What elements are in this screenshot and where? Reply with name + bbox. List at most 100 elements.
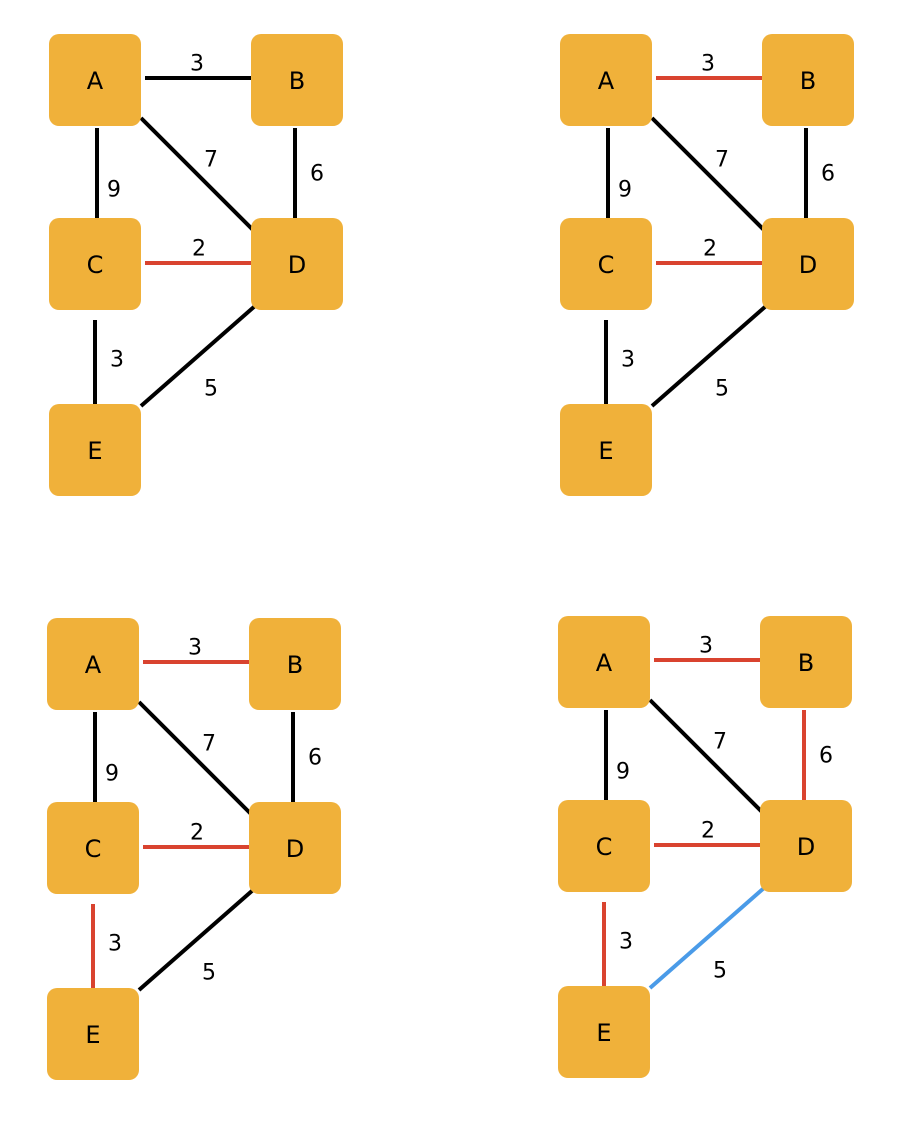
graph-panel-2: 3 9 7 6 2 3 5 A B C D E	[560, 34, 854, 496]
edge-weight-A-B: 3	[188, 636, 202, 661]
node-label-D: D	[286, 835, 304, 863]
node-C: C	[558, 800, 650, 892]
node-label-B: B	[289, 67, 305, 95]
node-C: C	[49, 218, 141, 310]
edge-A-D	[137, 700, 255, 818]
node-C: C	[560, 218, 652, 310]
node-label-D: D	[799, 251, 817, 279]
node-E: E	[560, 404, 652, 496]
node-label-A: A	[596, 649, 613, 677]
edge-weight-C-D: 2	[192, 237, 206, 262]
edge-A-D	[650, 116, 768, 234]
node-label-E: E	[598, 437, 613, 465]
node-B: B	[251, 34, 343, 126]
node-box-D	[760, 800, 852, 892]
edge-weight-B-D: 6	[821, 162, 835, 187]
node-label-B: B	[798, 649, 814, 677]
edge-weight-B-D: 6	[819, 744, 833, 769]
node-label-C: C	[598, 251, 615, 279]
edge-weight-A-D: 7	[204, 148, 218, 173]
edge-weight-C-E: 3	[110, 348, 124, 373]
edge-weight-D-E: 5	[715, 377, 729, 402]
node-box-B	[251, 34, 343, 126]
edge-weight-A-C: 9	[107, 178, 121, 203]
edge-weight-A-D: 7	[202, 732, 216, 757]
edge-A-D	[648, 698, 766, 816]
node-B: B	[762, 34, 854, 126]
node-label-E: E	[85, 1021, 100, 1049]
edge-weight-A-C: 9	[618, 178, 632, 203]
node-label-D: D	[797, 833, 815, 861]
edge-weight-C-E: 3	[108, 932, 122, 957]
graph-panel-3: 3 9 7 6 2 3 5 A B C D E	[47, 618, 341, 1080]
node-box-A	[47, 618, 139, 710]
node-label-A: A	[85, 651, 102, 679]
edge-weight-C-E: 3	[619, 930, 633, 955]
node-box-E	[47, 988, 139, 1080]
edge-weight-A-B: 3	[190, 52, 204, 77]
edge-weight-C-D: 2	[703, 237, 717, 262]
node-D: D	[251, 218, 343, 310]
edge-weight-A-C: 9	[616, 760, 630, 785]
graph-panel-4: 3 9 7 6 2 3 5 A B C D E	[558, 616, 852, 1078]
edge-D-E	[137, 888, 255, 992]
node-label-E: E	[87, 437, 102, 465]
edge-weight-D-E: 5	[204, 377, 218, 402]
node-A: A	[558, 616, 650, 708]
edge-weight-D-E: 5	[202, 961, 216, 986]
edge-weight-A-D: 7	[715, 148, 729, 173]
edge-weight-B-D: 6	[308, 746, 322, 771]
edge-D-E	[648, 886, 766, 990]
node-label-A: A	[87, 67, 104, 95]
node-A: A	[560, 34, 652, 126]
node-box-B	[249, 618, 341, 710]
node-A: A	[49, 34, 141, 126]
node-box-D	[249, 802, 341, 894]
node-label-C: C	[87, 251, 104, 279]
edge-weight-C-E: 3	[621, 348, 635, 373]
edge-weight-C-D: 2	[190, 821, 204, 846]
node-box-C	[49, 218, 141, 310]
node-box-D	[251, 218, 343, 310]
graph-panel-1: 3 9 7 6 2 3 5 A B C D E	[49, 34, 343, 496]
node-E: E	[558, 986, 650, 1078]
edge-weight-A-B: 3	[699, 634, 713, 659]
edge-weight-A-B: 3	[701, 52, 715, 77]
edge-A-D	[139, 116, 257, 234]
edge-weight-D-E: 5	[713, 959, 727, 984]
edge-D-E	[650, 304, 768, 408]
node-box-E	[49, 404, 141, 496]
node-box-E	[558, 986, 650, 1078]
edge-weight-A-C: 9	[105, 762, 119, 787]
node-box-C	[47, 802, 139, 894]
node-box-D	[762, 218, 854, 310]
node-box-A	[558, 616, 650, 708]
node-box-B	[762, 34, 854, 126]
node-box-A	[49, 34, 141, 126]
node-E: E	[49, 404, 141, 496]
node-label-C: C	[596, 833, 613, 861]
edge-weight-A-D: 7	[713, 730, 727, 755]
node-D: D	[760, 800, 852, 892]
node-label-B: B	[287, 651, 303, 679]
node-E: E	[47, 988, 139, 1080]
node-B: B	[760, 616, 852, 708]
node-B: B	[249, 618, 341, 710]
node-label-B: B	[800, 67, 816, 95]
edge-weight-B-D: 6	[310, 162, 324, 187]
node-label-D: D	[288, 251, 306, 279]
node-D: D	[249, 802, 341, 894]
node-box-E	[560, 404, 652, 496]
node-label-A: A	[598, 67, 615, 95]
node-box-C	[560, 218, 652, 310]
node-box-B	[760, 616, 852, 708]
edge-weight-C-D: 2	[701, 819, 715, 844]
edge-D-E	[139, 304, 257, 408]
node-box-C	[558, 800, 650, 892]
node-D: D	[762, 218, 854, 310]
node-label-E: E	[596, 1019, 611, 1047]
node-C: C	[47, 802, 139, 894]
node-A: A	[47, 618, 139, 710]
